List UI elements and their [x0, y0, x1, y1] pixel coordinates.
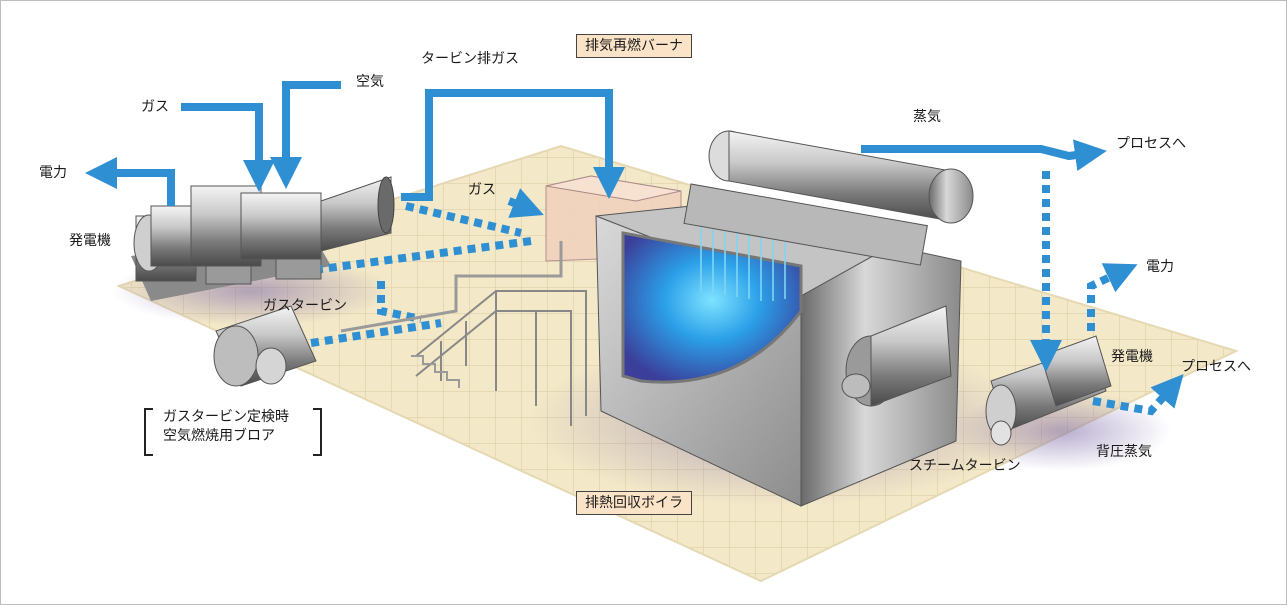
label-turbine-exhaust: タービン排ガス	[421, 51, 519, 67]
label-to-process-right: プロセスへ	[1181, 359, 1251, 375]
heat-recovery-boiler	[595, 130, 974, 507]
label-generator-left: 発電機	[69, 233, 111, 249]
label-gas-turbine: ガスタービン	[263, 298, 347, 314]
label-steam: 蒸気	[913, 109, 941, 125]
steam-turbine-unit	[985, 335, 1112, 446]
flow-arrows	[85, 81, 1107, 218]
label-electricity-right: 電力	[1146, 259, 1174, 275]
gas-turbine-unit	[131, 176, 395, 301]
label-exhaust-reburn-burner: 排気再燃バーナ	[576, 34, 692, 58]
label-air: 空気	[356, 74, 384, 90]
label-back-pressure-steam: 背圧蒸気	[1096, 444, 1152, 460]
label-generator-right: 発電機	[1111, 349, 1153, 365]
note-bracket-right	[313, 408, 322, 456]
label-steam-turbine: スチームタービン	[909, 458, 1021, 474]
blower-note: ガスタービン定検時 空気燃焼用ブロア	[163, 408, 289, 446]
label-electricity-left: 電力	[39, 165, 67, 181]
dashed-flows	[310, 171, 1184, 416]
access-stairs	[411, 290, 587, 426]
label-heat-recovery-boiler: 排熱回収ボイラ	[576, 491, 692, 515]
air-blower	[213, 305, 317, 387]
label-gas-mid: ガス	[468, 182, 496, 198]
blower-note-line2: 空気燃焼用ブロア	[163, 428, 275, 444]
label-gas-top: ガス	[141, 99, 169, 115]
blower-note-line1: ガスタービン定検時	[163, 409, 289, 425]
label-to-process-top: プロセスへ	[1116, 136, 1186, 152]
note-bracket-left	[144, 408, 153, 456]
